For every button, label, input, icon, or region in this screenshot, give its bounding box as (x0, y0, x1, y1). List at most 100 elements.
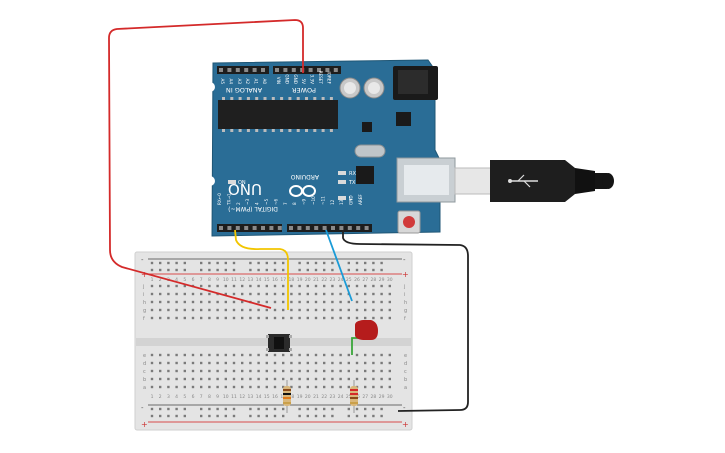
breadboard-hole[interactable] (208, 292, 211, 296)
breadboard-hole[interactable] (232, 377, 236, 381)
breadboard-hole[interactable] (364, 292, 367, 296)
breadboard-hole[interactable] (232, 292, 236, 296)
breadboard-hole[interactable] (355, 369, 359, 373)
breadboard-hole[interactable] (232, 407, 236, 411)
breadboard-hole[interactable] (208, 308, 211, 312)
black-wire[interactable] (342, 230, 469, 412)
breadboard-hole[interactable] (306, 369, 309, 373)
breadboard-hole[interactable] (175, 292, 178, 296)
breadboard-hole[interactable] (167, 361, 170, 365)
breadboard-hole[interactable] (265, 284, 268, 288)
breadboard-hole[interactable] (273, 369, 277, 373)
breadboard-hole[interactable] (175, 369, 178, 373)
breadboard-hole[interactable] (167, 414, 170, 418)
breadboard-hole[interactable] (364, 300, 367, 304)
breadboard-hole[interactable] (298, 407, 301, 411)
breadboard-hole[interactable] (314, 316, 318, 320)
breadboard-hole[interactable] (191, 308, 195, 312)
breadboard-hole[interactable] (216, 377, 219, 381)
breadboard-hole[interactable] (183, 300, 186, 304)
breadboard-hole[interactable] (150, 300, 154, 304)
breadboard-hole[interactable] (224, 284, 227, 288)
breadboard-hole[interactable] (183, 316, 186, 320)
breadboard-hole[interactable] (364, 369, 367, 373)
red-wire[interactable] (108, 19, 304, 309)
breadboard-hole[interactable] (364, 308, 367, 312)
breadboard-hole[interactable] (273, 292, 277, 296)
breadboard-hole[interactable] (282, 361, 285, 365)
breadboard-hole[interactable] (175, 361, 178, 365)
breadboard-hole[interactable] (249, 353, 252, 357)
breadboard-hole[interactable] (306, 308, 309, 312)
breadboard-hole[interactable] (208, 353, 211, 357)
breadboard-hole[interactable] (167, 353, 170, 357)
breadboard-hole[interactable] (355, 261, 359, 265)
breadboard-hole[interactable] (388, 300, 391, 304)
breadboard-hole[interactable] (224, 268, 227, 272)
breadboard-hole[interactable] (216, 353, 219, 357)
breadboard-hole[interactable] (232, 414, 236, 418)
breadboard-hole[interactable] (159, 385, 162, 389)
breadboard-hole[interactable] (241, 284, 244, 288)
breadboard-hole[interactable] (323, 284, 326, 288)
breadboard-hole[interactable] (150, 292, 154, 296)
breadboard-hole[interactable] (249, 385, 252, 389)
breadboard-hole[interactable] (364, 353, 367, 357)
breadboard-hole[interactable] (150, 407, 154, 411)
breadboard-hole[interactable] (232, 308, 236, 312)
pushbutton[interactable] (266, 334, 292, 352)
breadboard-hole[interactable] (388, 284, 391, 288)
breadboard-hole[interactable] (388, 316, 391, 320)
breadboard-hole[interactable] (372, 308, 375, 312)
breadboard-hole[interactable] (388, 369, 391, 373)
breadboard-hole[interactable] (224, 261, 227, 265)
breadboard-hole[interactable] (224, 385, 227, 389)
breadboard-hole[interactable] (298, 377, 301, 381)
breadboard-hole[interactable] (339, 385, 342, 389)
breadboard-hole[interactable] (150, 369, 154, 373)
breadboard-hole[interactable] (208, 407, 211, 411)
breadboard-hole[interactable] (290, 385, 293, 389)
breadboard-hole[interactable] (282, 261, 285, 265)
breadboard-hole[interactable] (265, 369, 268, 373)
blue-wire[interactable] (325, 229, 353, 302)
breadboard-hole[interactable] (355, 316, 359, 320)
breadboard-hole[interactable] (282, 308, 285, 312)
breadboard-hole[interactable] (306, 292, 309, 296)
breadboard-hole[interactable] (290, 361, 293, 365)
breadboard-hole[interactable] (159, 377, 162, 381)
breadboard-hole[interactable] (191, 316, 195, 320)
breadboard-hole[interactable] (298, 353, 301, 357)
breadboard-hole[interactable] (314, 308, 318, 312)
breadboard-hole[interactable] (323, 414, 326, 418)
breadboard-hole[interactable] (249, 316, 252, 320)
breadboard-hole[interactable] (355, 268, 359, 272)
breadboard-hole[interactable] (323, 361, 326, 365)
breadboard-hole[interactable] (290, 292, 293, 296)
breadboard-hole[interactable] (191, 300, 195, 304)
breadboard-hole[interactable] (216, 308, 219, 312)
breadboard-hole[interactable] (339, 316, 342, 320)
breadboard-hole[interactable] (331, 308, 334, 312)
breadboard-hole[interactable] (208, 316, 211, 320)
breadboard-hole[interactable] (273, 316, 277, 320)
breadboard-hole[interactable] (290, 353, 293, 357)
breadboard-hole[interactable] (265, 377, 268, 381)
breadboard-hole[interactable] (257, 308, 260, 312)
breadboard-hole[interactable] (249, 369, 252, 373)
wires[interactable] (108, 19, 469, 412)
breadboard-hole[interactable] (331, 268, 334, 272)
breadboard-hole[interactable] (200, 369, 203, 373)
breadboard-hole[interactable] (314, 407, 318, 411)
breadboard-hole[interactable] (347, 377, 350, 381)
breadboard-hole[interactable] (372, 385, 375, 389)
power-header[interactable] (273, 66, 341, 74)
breadboard-hole[interactable] (372, 407, 375, 411)
breadboard-hole[interactable] (159, 407, 162, 411)
resistor-2[interactable] (350, 380, 358, 413)
breadboard-hole[interactable] (175, 300, 178, 304)
breadboard-hole[interactable] (257, 300, 260, 304)
breadboard-hole[interactable] (167, 261, 170, 265)
breadboard-hole[interactable] (191, 292, 195, 296)
